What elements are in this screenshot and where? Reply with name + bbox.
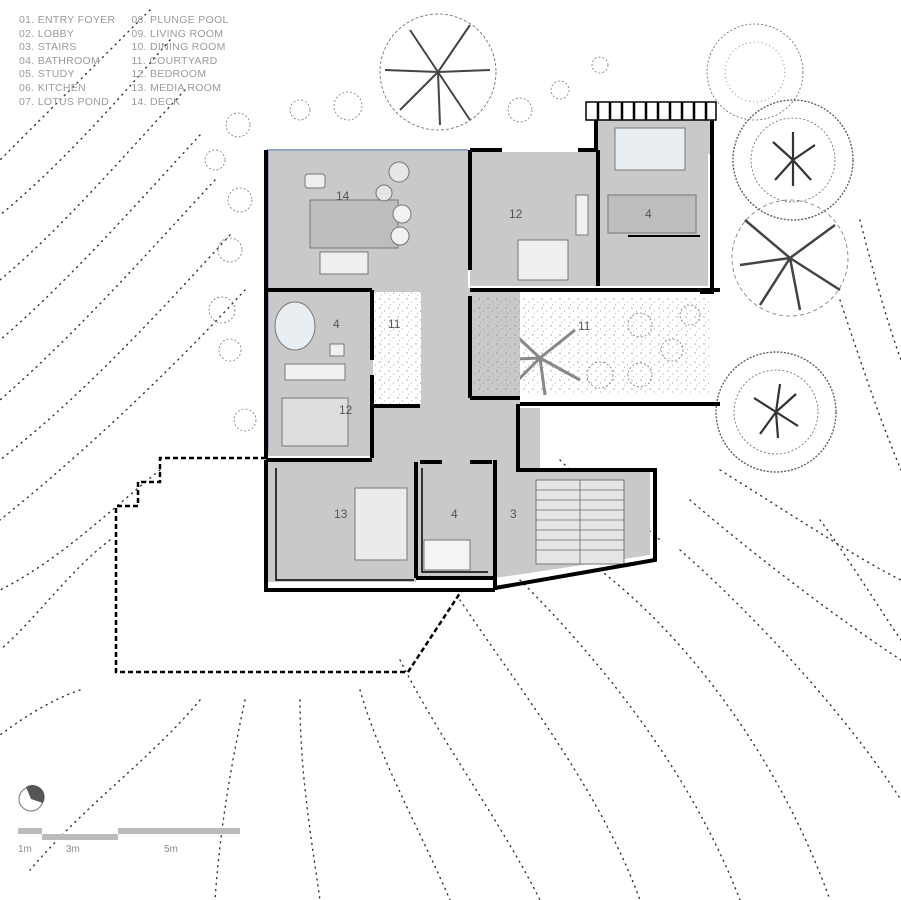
legend-col-1: 01. ENTRY FOYER 02. LOBBY 03. STAIRS 04.… [19, 14, 115, 109]
scale-label-3m: 3m [66, 844, 80, 855]
legend-item: 03. STAIRS [19, 41, 77, 54]
legend: 01. ENTRY FOYER 02. LOBBY 03. STAIRS 04.… [19, 14, 229, 109]
bed-left [281, 397, 349, 447]
bath-top-shower [607, 194, 697, 234]
legend-item: 14. DECK [131, 95, 181, 108]
legend-item: 04. BATHROOM [19, 54, 101, 67]
media-sofa [354, 487, 408, 561]
room-label-deck: 14 [336, 189, 350, 203]
deck-chair [388, 161, 410, 183]
room-label-bath-top: 4 [645, 207, 652, 221]
scale-label-1m: 1m [18, 844, 32, 855]
walls [264, 104, 720, 592]
deck-lounger [304, 173, 326, 189]
room-label-bedroom-top: 12 [509, 207, 523, 221]
room-label-courtyard-inner: 11 [388, 317, 401, 331]
deck-chair [390, 226, 410, 246]
tree-canopy-north [379, 13, 497, 131]
legend-item: 10. DINING ROOM [131, 41, 226, 54]
wall-thin [275, 101, 717, 581]
room-label-bath-bottom: 4 [451, 507, 458, 521]
scale-bar [18, 828, 240, 840]
room-labels: 14 12 4 4 11 11 12 13 4 3 [333, 189, 652, 521]
courtyard-inner-texture [373, 292, 421, 404]
legend-item: 11. COURTYARD [131, 54, 218, 67]
bed-left-rug [284, 363, 346, 381]
legend-item: 02. LOBBY [19, 27, 75, 40]
tree-east-4 [715, 351, 837, 473]
deck-rug [309, 199, 399, 249]
plunge-pool-fins [596, 102, 708, 120]
legend-item: 12. BEDROOM [131, 68, 207, 81]
scale-label-5m: 5m [164, 844, 178, 855]
deck-bench [319, 251, 369, 275]
legend-item: 07. LOTUS POND [19, 95, 109, 108]
room-label-bedroom-left: 12 [339, 403, 353, 417]
legend-item: 13. MEDIA ROOM [131, 81, 222, 94]
room-label-courtyard-outer: 11 [578, 319, 591, 333]
terrain-contours [0, 9, 901, 900]
north-arrow [18, 785, 45, 812]
bath-left-vanity [329, 343, 345, 357]
tree-east-3 [731, 199, 849, 317]
tree-east-2 [732, 99, 854, 221]
deck-chair [375, 184, 393, 202]
bath-top-tub [614, 127, 686, 171]
courtyard-outer [472, 296, 712, 394]
deck-chair [392, 204, 412, 224]
legend-item: 08. PLUNGE POOL [131, 14, 229, 26]
bath-left-tub [274, 301, 316, 351]
legend-col-2: 08. PLUNGE POOL 09. LIVING ROOM 10. DINI… [131, 14, 228, 109]
bath-bottom-shower [423, 539, 471, 571]
room-label-stairs: 3 [510, 507, 517, 521]
terrace-outline [114, 456, 464, 674]
legend-item: 05. STUDY [19, 68, 75, 81]
legend-item: 01. ENTRY FOYER [19, 14, 116, 26]
room-label-bath-left: 4 [333, 317, 340, 331]
room-label-media: 13 [334, 507, 348, 521]
legend-item: 09. LIVING ROOM [131, 27, 224, 40]
wardrobe-top [575, 194, 589, 236]
legend-item: 06. KITCHEN [19, 81, 86, 94]
tree-east-1 [706, 23, 804, 121]
bed-top [517, 239, 569, 281]
stair-lines [536, 480, 624, 564]
